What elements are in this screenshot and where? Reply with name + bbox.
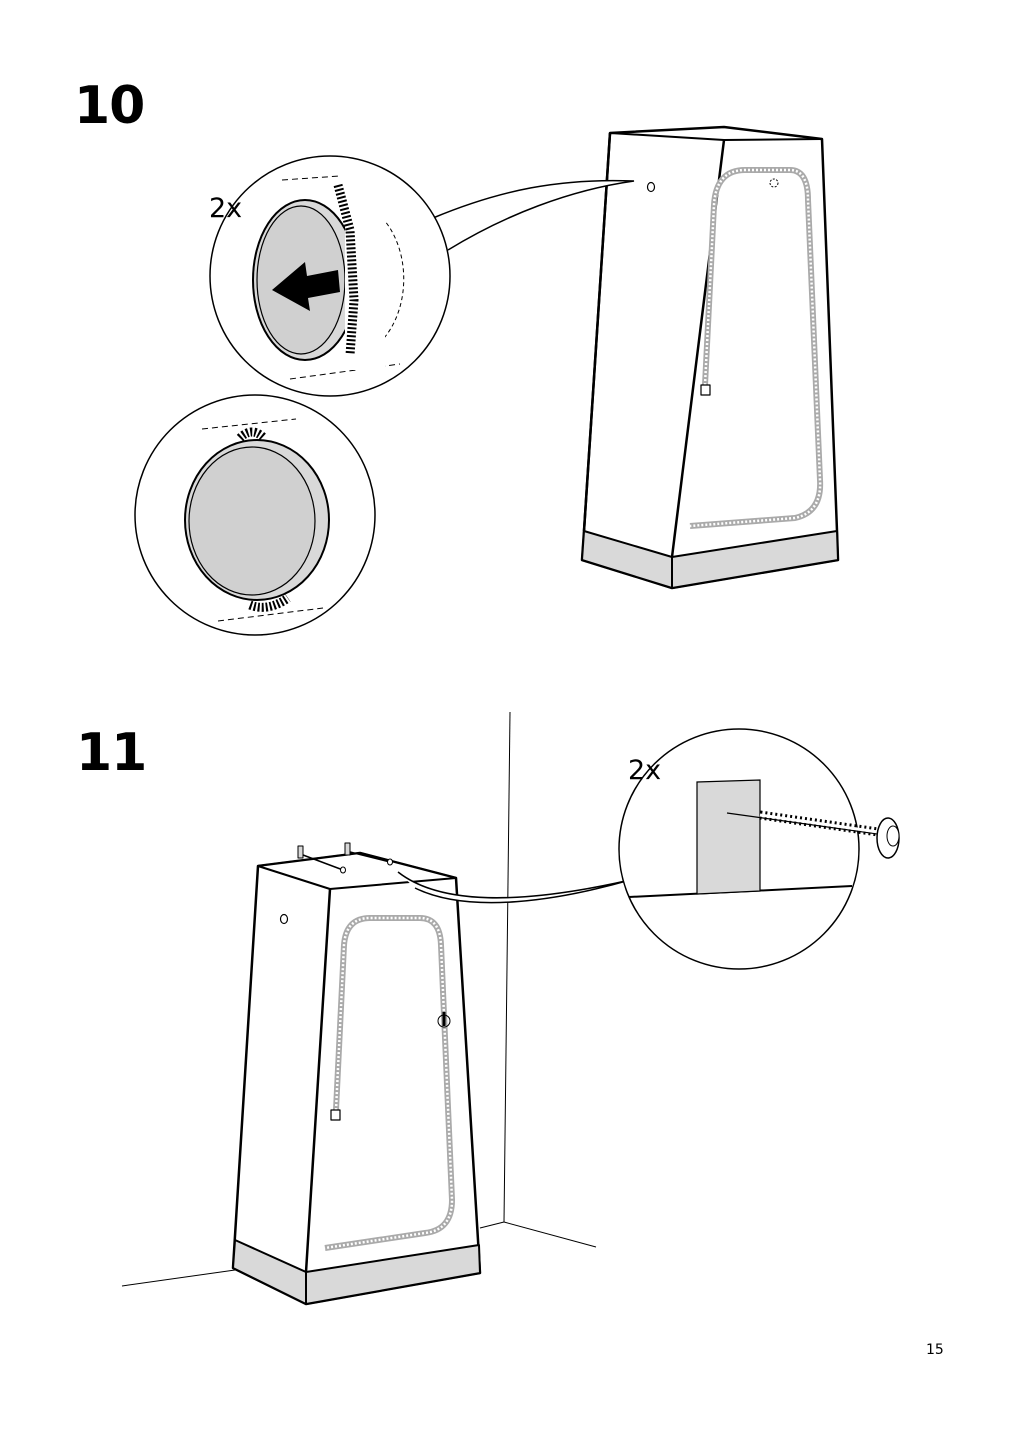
cap-being-removed [252,175,405,380]
quantity-label-step-10: 2x [209,193,243,224]
quantity-label-step-11: 2x [628,755,662,786]
wall-corner [121,711,597,1287]
cabinet-step-10 [580,125,840,590]
cabinet-step-11 [231,842,482,1306]
step-number-11: 11 [76,723,147,783]
step-number-10: 10 [74,76,145,136]
page-number: 15 [926,1342,944,1358]
detail-callout-wall-screw [397,728,900,970]
detail-callout-cap-fitted [134,394,376,636]
